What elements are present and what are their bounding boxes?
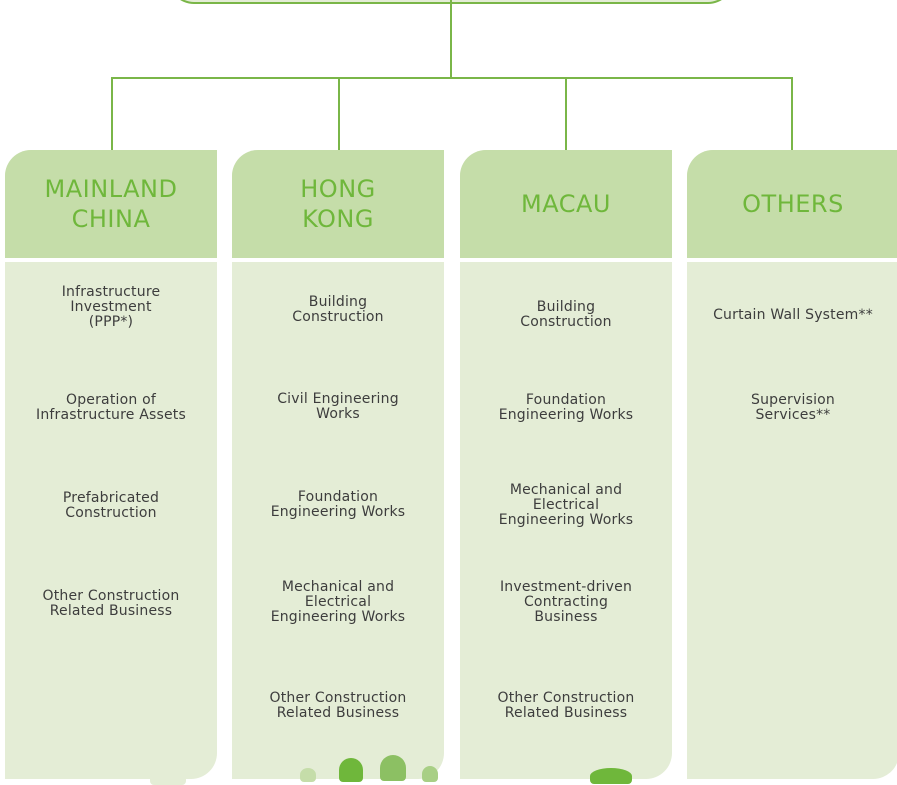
list-item: Building Construction xyxy=(292,294,384,325)
list-item: Mechanical and Electrical Engineering Wo… xyxy=(498,482,634,528)
branch-connector-others xyxy=(791,77,793,150)
column-title-others: OTHERS xyxy=(687,150,897,258)
tree-icon xyxy=(300,768,316,782)
list-item: Infrastructure Investment (PPP*) xyxy=(61,284,161,330)
tree-icon xyxy=(590,768,632,784)
column-title-mainland-china: MAINLAND CHINA xyxy=(5,150,217,258)
tree-icon xyxy=(422,766,438,782)
column-divider xyxy=(5,258,217,262)
list-item: Other Construction Related Business xyxy=(269,690,407,721)
column-others: OTHERS Curtain Wall System** Supervision… xyxy=(687,150,897,779)
tree-icon xyxy=(339,758,363,782)
list-item: Supervision Services** xyxy=(750,392,835,423)
list-item: Operation of Infrastructure Assets xyxy=(35,392,186,423)
list-item: Civil Engineering Works xyxy=(277,391,399,422)
tree-icon xyxy=(380,755,406,781)
column-divider xyxy=(460,258,672,262)
tree-icon xyxy=(150,773,186,785)
trunk-connector xyxy=(450,0,452,78)
column-divider xyxy=(232,258,444,262)
list-item: Other Construction Related Business xyxy=(42,588,180,619)
column-mainland-china: MAINLAND CHINA Infrastructure Investment… xyxy=(5,150,217,779)
list-item: Prefabricated Construction xyxy=(62,490,160,521)
column-hong-kong: HONG KONG Building Construction Civil En… xyxy=(232,150,444,779)
list-item: Foundation Engineering Works xyxy=(270,489,406,520)
branch-connector-hongkong xyxy=(338,77,340,150)
list-item: Mechanical and Electrical Engineering Wo… xyxy=(270,579,406,625)
column-title-macau: MACAU xyxy=(460,150,672,258)
branch-connector-mainland xyxy=(111,77,113,150)
list-item: Foundation Engineering Works xyxy=(498,392,634,423)
column-macau: MACAU Building Construction Foundation E… xyxy=(460,150,672,779)
column-divider xyxy=(687,258,897,262)
list-item: Building Construction xyxy=(520,299,612,330)
column-title-hong-kong: HONG KONG xyxy=(232,150,444,258)
list-item: Curtain Wall System** xyxy=(713,307,873,323)
list-item: Other Construction Related Business xyxy=(497,690,635,721)
horizontal-connector xyxy=(111,77,793,79)
list-item: Investment-driven Contracting Business xyxy=(499,579,633,625)
branch-connector-macau xyxy=(565,77,567,150)
